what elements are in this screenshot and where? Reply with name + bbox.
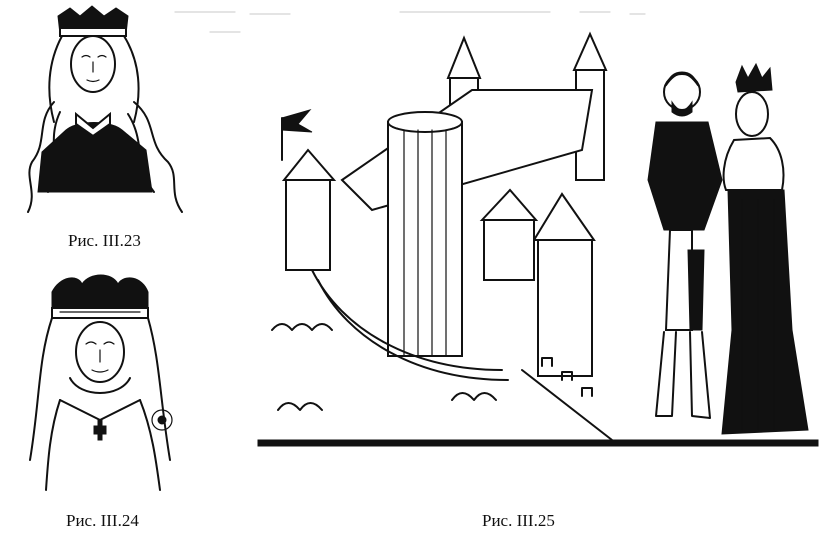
castle-and-couple-illustration [257, 31, 819, 447]
caption-iii-24: Рис. III.24 [66, 511, 139, 530]
caption-iii-25: Рис. III.25 [482, 511, 555, 530]
bleed-through-marks [174, 11, 646, 33]
figure-iii-24 [20, 270, 205, 510]
figure-iii-23 [18, 2, 203, 227]
crowned-woman-long-hair-illustration [27, 5, 183, 213]
crowned-woman-veil-illustration [29, 274, 173, 491]
figure-iii-25 [252, 30, 822, 455]
caption-iii-23: Рис. III.23 [68, 231, 141, 250]
